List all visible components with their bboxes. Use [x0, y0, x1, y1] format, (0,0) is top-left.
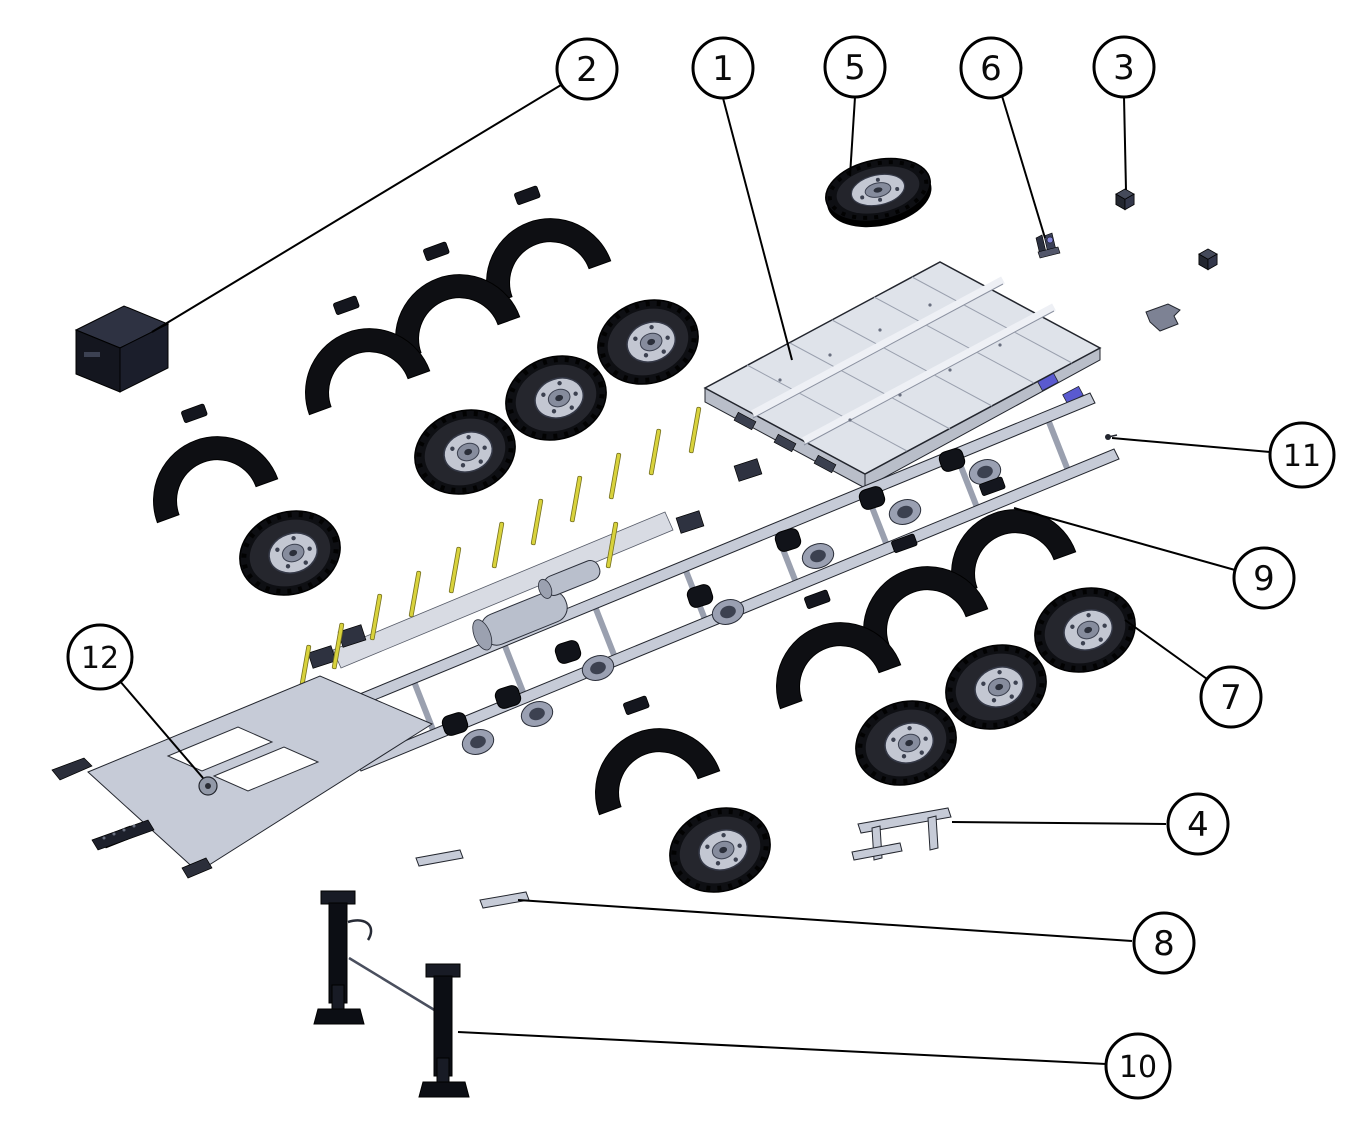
callout-number: 4: [1187, 805, 1209, 845]
leader-line-4: [951, 821, 1167, 825]
callout-number: 2: [576, 50, 598, 90]
mounting-bracket: [1145, 303, 1181, 332]
callout-number: 5: [844, 48, 866, 88]
valve-fitting: [1035, 232, 1061, 259]
callout-7: 7: [1199, 665, 1263, 729]
front-connector-board: [91, 819, 155, 851]
small-fitting: [1115, 188, 1135, 211]
mudguard: [566, 680, 721, 816]
leader-line-3: [1123, 96, 1127, 191]
callout-number: 7: [1220, 678, 1242, 718]
brake-assembly: [733, 458, 763, 482]
leader-line-8: [517, 899, 1133, 942]
toolbox-latch: [84, 352, 100, 357]
callout-5: 5: [823, 35, 887, 99]
side-guard-bracket: [851, 807, 952, 861]
leader-line-1: [722, 97, 793, 361]
callout-number: 10: [1119, 1050, 1157, 1085]
callout-10: 10: [1104, 1032, 1172, 1100]
wheel: [587, 287, 709, 397]
control-box: [307, 645, 337, 669]
callout-1: 1: [691, 36, 755, 100]
callout-12: 12: [66, 623, 134, 691]
callout-number: 9: [1253, 559, 1275, 599]
leader-line-10: [457, 1031, 1107, 1065]
callout-number: 8: [1153, 924, 1175, 964]
callout-number: 6: [980, 49, 1002, 89]
chassis-frame: [51, 392, 1120, 879]
leader-line-6: [1001, 95, 1046, 239]
side-guard-rail: [415, 849, 464, 867]
small-fitting: [1198, 248, 1218, 271]
rear-light-fitting: [1037, 372, 1059, 392]
leader-line-12: [118, 679, 204, 779]
callouts: 1 2 3 4 5 6 7 8: [66, 35, 1336, 1100]
spare-wheel: [825, 157, 932, 228]
callout-number: 1: [712, 49, 734, 89]
cargo-floor-panel: [703, 261, 1102, 489]
mudguard: [276, 280, 431, 416]
leader-line-2: [151, 84, 562, 333]
deck-screws: [778, 303, 1002, 422]
callout-number: 11: [1283, 439, 1321, 474]
callout-3: 3: [1092, 35, 1156, 99]
crossmembers: [410, 415, 1072, 737]
toolbox: [74, 305, 170, 393]
crank-handle: [347, 919, 373, 941]
air-tank: [472, 590, 568, 651]
callout-2: 2: [555, 37, 619, 101]
landing-leg: [418, 963, 470, 1098]
callout-9: 9: [1232, 546, 1296, 610]
callout-6: 6: [959, 36, 1023, 100]
leader-line-9: [1013, 507, 1236, 571]
wheel: [659, 795, 781, 905]
callout-4: 4: [1166, 792, 1230, 856]
callout-number: 12: [81, 641, 119, 676]
leader-line-5: [849, 96, 856, 177]
leader-lines: [118, 84, 1271, 1065]
callout-11: 11: [1268, 421, 1336, 489]
mudguard: [124, 388, 279, 524]
pin-fastener: [1105, 434, 1118, 440]
brake-assembly: [675, 510, 705, 534]
slider-rail-band: [332, 511, 674, 669]
air-tank: [538, 560, 601, 599]
landing-leg: [313, 890, 365, 1025]
leader-line-11: [1111, 437, 1271, 453]
deck-bolster-rail: [751, 276, 1056, 446]
leader-line-7: [1124, 619, 1208, 680]
front-frame-section: [51, 675, 434, 879]
wheel: [229, 498, 351, 608]
landing-gear: [313, 890, 470, 1098]
callout-8: 8: [1132, 911, 1196, 975]
callout-number: 3: [1113, 48, 1135, 88]
